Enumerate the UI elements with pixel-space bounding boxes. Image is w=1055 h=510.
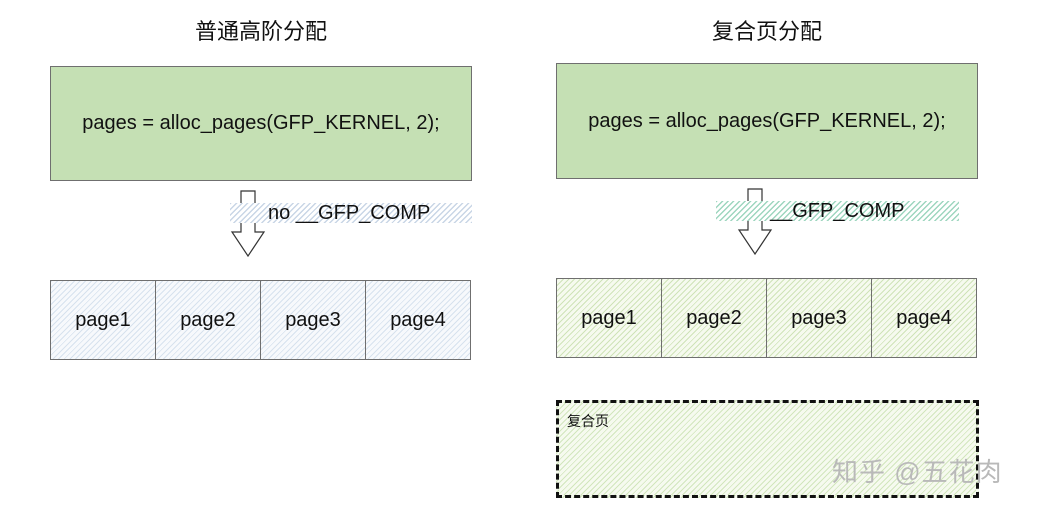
- left-page-cell: page3: [261, 281, 366, 359]
- left-flag-label: no __GFP_COMP: [230, 203, 472, 223]
- right-title: 复合页分配: [711, 19, 822, 44]
- right-flag-text: __GFP_COMP: [770, 200, 905, 222]
- left-page-cell: page4: [366, 281, 470, 359]
- right-flag-label: __GFP_COMP: [716, 201, 959, 221]
- right-down-arrow-icon: [737, 188, 773, 256]
- right-code-box: pages = alloc_pages(GFP_KERNEL, 2);: [556, 63, 978, 179]
- compound-page-box: 复合页: [556, 400, 979, 498]
- right-code-text: pages = alloc_pages(GFP_KERNEL, 2);: [588, 109, 946, 132]
- right-page-cell: page4: [872, 279, 976, 357]
- compound-page-label: 复合页: [567, 413, 609, 429]
- right-page-cell: page3: [767, 279, 872, 357]
- watermark: 知乎 @五花肉: [832, 457, 1003, 487]
- left-page-cell: page2: [156, 281, 261, 359]
- right-page-cell: page1: [557, 279, 662, 357]
- left-code-text: pages = alloc_pages(GFP_KERNEL, 2);: [82, 112, 440, 134]
- right-pages-row: page1 page2 page3 page4: [556, 278, 977, 358]
- left-down-arrow-icon: [230, 190, 266, 258]
- left-page-cell: page1: [51, 281, 156, 359]
- left-pages-row: page1 page2 page3 page4: [50, 280, 471, 360]
- left-flag-text: no __GFP_COMP: [268, 202, 431, 224]
- left-code-box: pages = alloc_pages(GFP_KERNEL, 2);: [50, 66, 472, 181]
- left-title: 普通高阶分配: [194, 19, 327, 44]
- right-page-cell: page2: [662, 279, 767, 357]
